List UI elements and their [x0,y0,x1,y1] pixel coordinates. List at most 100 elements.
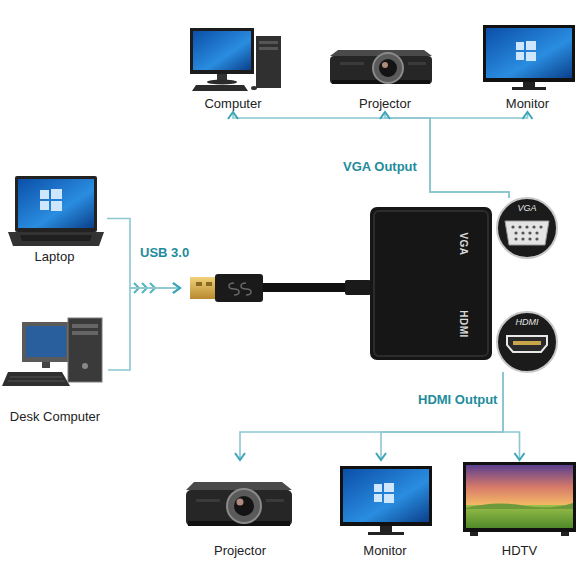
signal-connector [108,288,180,370]
hdtv-icon-part [463,462,576,532]
projector-icon-part [382,62,388,68]
hdmi-port-callout-part [497,312,557,372]
computer-icon [190,28,281,91]
monitor-icon-part [368,532,404,535]
vga-port-callout-part [525,225,528,228]
device-label: Projector [330,96,440,112]
callout-label: HDMI [497,317,557,328]
projector-device: Projector [185,460,295,559]
desk-computer-icon [2,318,102,386]
monitor-icon-part [486,28,572,78]
usb-adapter-illustration-part [263,283,347,292]
computer-icon-part [190,28,254,74]
usb-adapter-illustration-part [215,274,263,302]
monitor-device: Monitor [330,460,440,559]
vga-port-callout-part [514,231,517,234]
monitor-icon-part [380,526,392,532]
projector-icon-part [186,490,292,526]
desk-computer-source: Desk Computer [2,315,108,425]
device-label: Computer [183,96,283,112]
port-label: HDMI [457,299,469,349]
desk-computer-icon-part [26,326,66,357]
monitor-icon-part [384,483,394,492]
arrow-head [235,453,245,460]
desk-computer-icon-part [2,372,70,386]
hdtv-icon-part [466,465,573,505]
hdtv-device: HDTV [462,460,577,559]
monitor-icon [483,25,575,90]
usb-adapter-illustration-part [229,283,239,295]
hdmi-port-callout [497,312,557,372]
signal-connector [240,372,503,460]
computer-icon-part [259,41,278,44]
projector-icon-part [266,499,284,502]
signal-connector [503,372,520,460]
laptop-icon-part [40,201,49,210]
arrow-head [515,453,525,460]
hdmi-callout: HDMI [497,312,557,372]
usb-adapter-illustration-part [345,280,371,295]
arrow-head [173,283,180,293]
computer-icon-part [251,86,257,90]
device-label: Monitor [330,543,440,559]
laptop-icon-part [20,235,92,241]
computer-icon-part [256,36,281,88]
arrow-head [376,453,386,460]
vga-port-callout [497,198,557,258]
usb-adapter-illustration-part [190,277,217,299]
projector-icon-part [227,489,261,523]
projector-icon-part [379,59,397,77]
hdmi-port-callout-part [507,336,547,352]
projector-device: Projector [330,22,440,112]
callout-label: VGA [497,203,557,214]
computer-icon-part [207,80,237,85]
desk-computer-icon-part [42,362,50,368]
projector-icon-part [408,62,426,65]
usb-adapter-illustration-part [196,282,202,286]
laptop-icon-part [8,232,104,246]
monitor-icon-part [526,52,536,61]
desk-computer-icon-part [72,331,98,335]
usb-adapter: VGAHDMI [180,205,495,365]
vga-port-callout-part [539,225,542,228]
computer-icon-part [259,47,278,50]
hdtv-icon-part [561,532,569,536]
monitor-icon-part [384,494,394,503]
flow-chevrons [134,283,155,293]
laptop-icon-part [51,201,62,211]
usb-adapter-illustration [190,207,492,360]
desk-computer-icon-part [82,363,88,369]
monitor-device: Monitor [475,22,580,112]
arrow-head [523,112,533,119]
computer-device: Computer [183,22,283,112]
vga-port-callout-part [511,225,514,228]
usb-adapter-illustration-part [206,282,212,286]
interface-label: USB 3.0 [140,245,189,261]
vga-port-callout-part [535,231,538,234]
arrow-head [173,283,180,293]
desk-computer-icon-part [72,324,98,328]
device-label: Laptop [2,249,107,265]
device-label: Monitor [475,96,580,112]
desk-computer-icon-part [10,377,62,378]
monitor-icon-part [343,469,429,522]
arrow-head [228,112,238,119]
desk-computer-icon-part [8,381,65,382]
desk-computer-icon-part [22,322,70,362]
usb-adapter-illustration-part [370,207,492,360]
monitor-icon-part [516,42,524,50]
arrow-head [380,112,390,119]
device-label: Desk Computer [2,409,108,425]
flow-chevrons-part [134,283,139,293]
projector-icon [330,50,432,84]
monitor-icon-part [512,87,546,90]
signal-connector [233,112,509,198]
signal-connector [430,112,528,198]
hdmi-port-callout-part [513,341,541,345]
laptop-icon-part [40,190,49,199]
monitor-icon-part [523,82,535,87]
monitor-icon-part [526,41,536,50]
vga-port-callout-part [514,237,517,240]
